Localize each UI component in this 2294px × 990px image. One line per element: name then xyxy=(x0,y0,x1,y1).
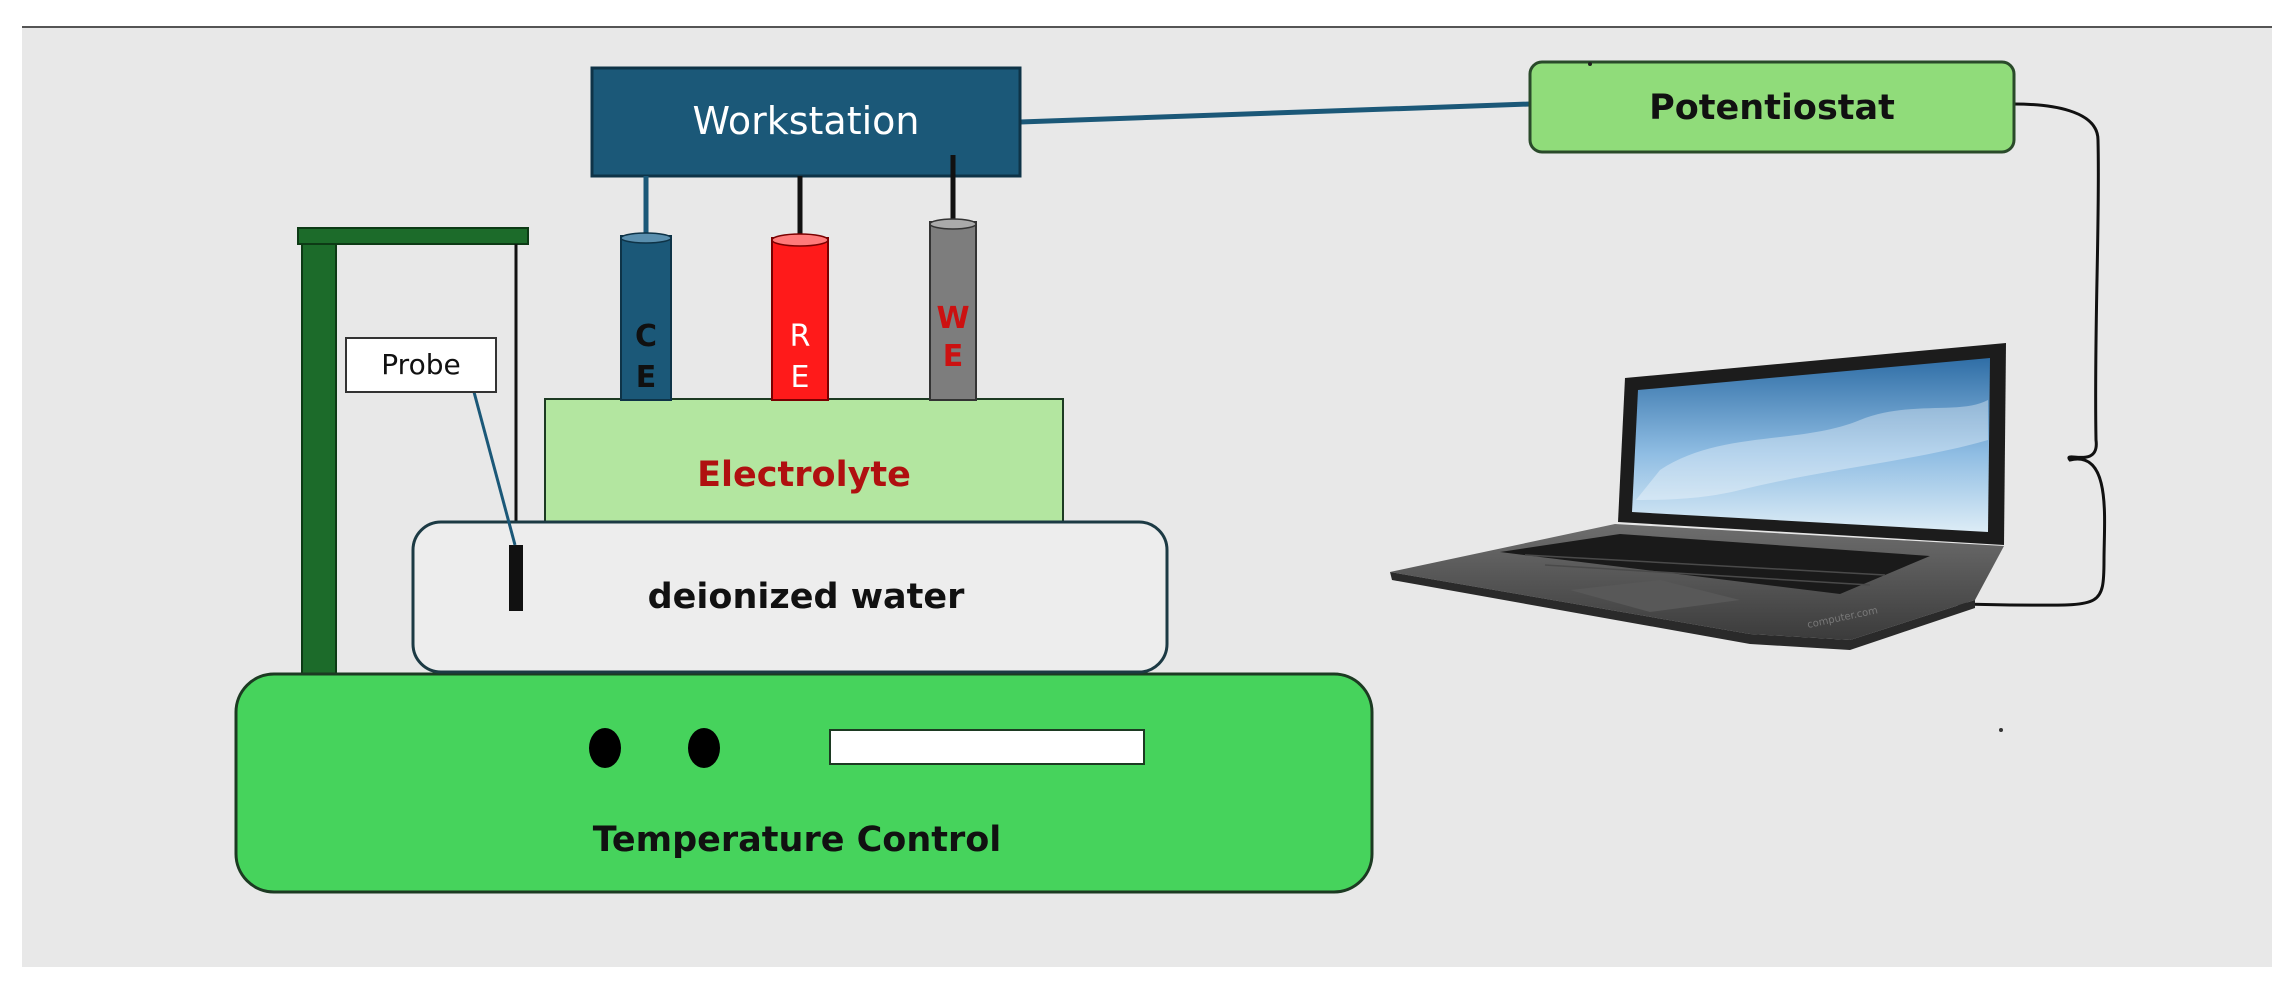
potentiostat-dot xyxy=(1588,62,1592,66)
stand-pole xyxy=(301,239,337,681)
counter-electrode: C E xyxy=(620,232,672,401)
workstation-box xyxy=(590,66,1022,178)
deionized-water-bath xyxy=(411,520,1169,674)
we-letter-1: W xyxy=(936,301,969,336)
workstation-potentiostat-wire xyxy=(1019,101,1531,125)
potentiostat-box xyxy=(1528,60,2016,154)
potentiostat-label: Potentiostat xyxy=(1649,88,1895,128)
stray-dot xyxy=(1999,728,2003,732)
control-knob-left xyxy=(589,728,621,768)
deionized-water-label: deionized water xyxy=(648,577,966,617)
temperature-control-unit xyxy=(234,672,1374,894)
laptop-icon xyxy=(1390,343,2006,650)
probe-label-box xyxy=(345,337,497,393)
reference-electrode: R E xyxy=(771,233,829,401)
workstation-label: Workstation xyxy=(693,99,920,143)
re-letter-2: E xyxy=(791,360,810,395)
potentiostat-laptop-cable xyxy=(1859,102,2107,607)
temperature-control-label: Temperature Control xyxy=(593,820,1002,860)
working-electrode: W E xyxy=(929,218,977,401)
electrolyte-label: Electrolyte xyxy=(697,455,911,495)
probe-label: Probe xyxy=(381,348,460,381)
probe-sensor xyxy=(509,545,523,611)
probe-pointer-line xyxy=(472,391,517,546)
re-letter-1: R xyxy=(790,319,811,354)
control-display xyxy=(829,729,1145,765)
ce-letter-2: E xyxy=(636,360,657,395)
we-letter-2: E xyxy=(943,339,964,374)
stand-arm xyxy=(297,227,529,245)
control-knob-right xyxy=(688,728,720,768)
ce-letter-1: C xyxy=(635,319,657,354)
